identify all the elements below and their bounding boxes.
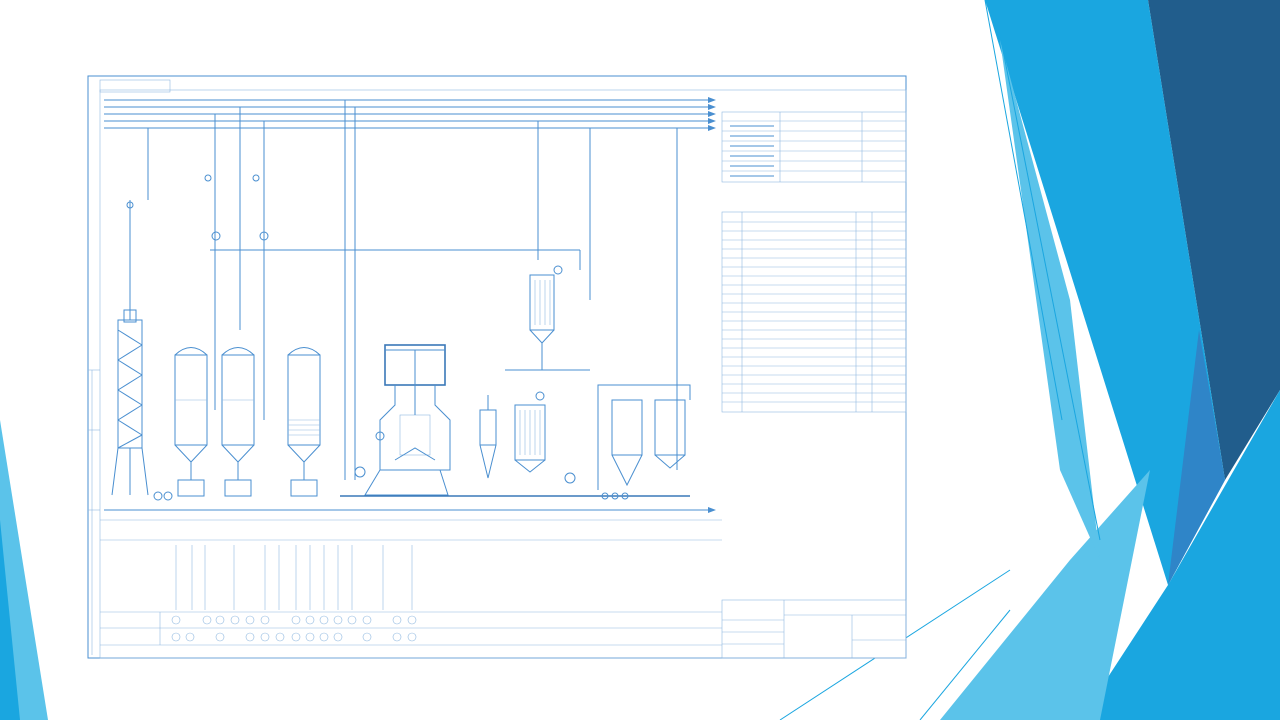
right-shape-light-wedge (1000, 40, 1100, 560)
right-shape-light-bottom (940, 470, 1150, 720)
vessel-2 (221, 347, 255, 497)
control-section (88, 369, 722, 655)
drawing-frame (87, 75, 907, 659)
heat-exchanger-2 (514, 404, 546, 473)
silo-feed-line (597, 384, 691, 490)
right-shape-sky-top (985, 0, 1225, 585)
bottom-conveyors (153, 466, 690, 501)
right-shape-mid (1168, 330, 1225, 585)
corner-code-box (99, 79, 171, 93)
right-thin-line-1 (984, 0, 1063, 421)
left-decoration (0, 420, 48, 720)
vessel-3 (287, 347, 321, 497)
pipeline-headers (104, 97, 716, 513)
silo-1 (611, 399, 643, 487)
lattice-tower (111, 200, 149, 496)
specification-block (721, 211, 907, 413)
left-shape-dark (0, 520, 20, 720)
right-thin-line-2 (994, 9, 1101, 541)
furnace (364, 344, 451, 496)
heat-exchanger-1 (505, 274, 590, 371)
vessel-1 (174, 347, 208, 497)
title-block (721, 599, 907, 659)
instrument-bubbles (204, 174, 563, 441)
right-shape-dark-top (1148, 0, 1280, 480)
vertical-pipes (147, 100, 678, 480)
silo-2 (654, 399, 686, 469)
legend-block (721, 111, 907, 183)
right-shape-sky-bottom (1080, 390, 1280, 720)
right-decoration (779, 0, 1280, 720)
cyclone (479, 395, 497, 479)
technical-drawing (87, 75, 907, 659)
right-thin-line-4 (919, 609, 1011, 720)
